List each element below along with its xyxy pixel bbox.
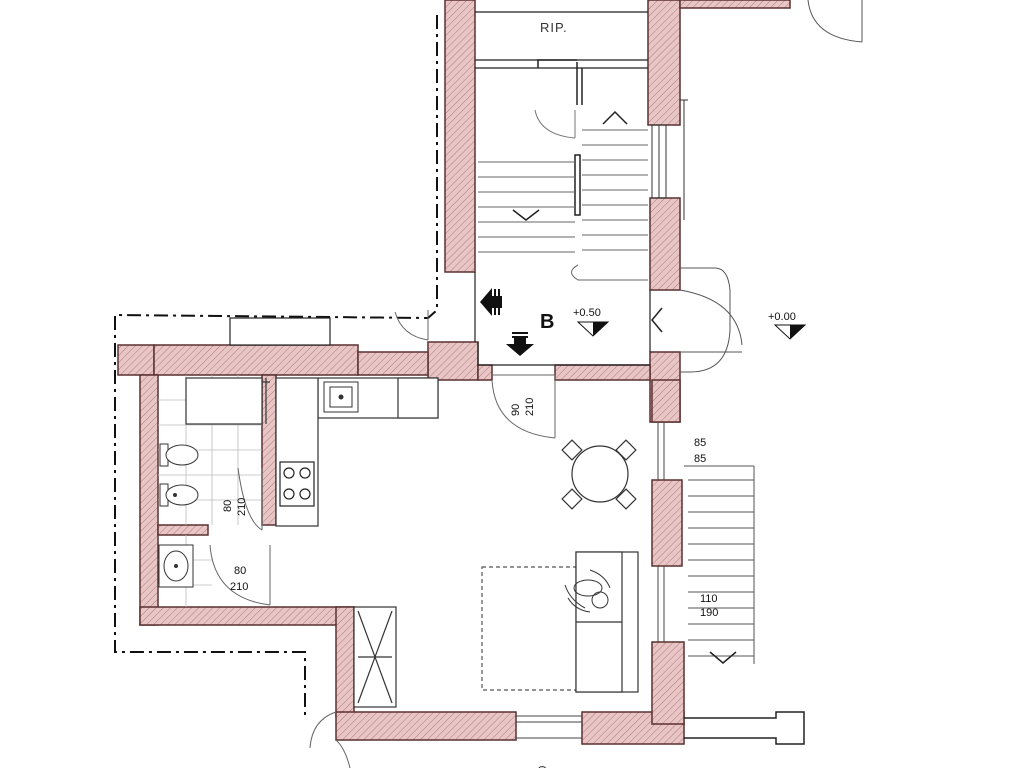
bidet [159,483,199,507]
wall-bath-mid [157,524,209,536]
wall-left [139,374,159,626]
wall-stair-right-mid [649,197,681,291]
bath-door2-width: 80 [234,565,246,577]
entry-chevron [651,307,663,333]
landing-door-swing [394,311,429,341]
top-right-door-swing [807,0,863,43]
stair-flight-right [571,129,648,281]
level-stair-label: +0.50 [573,307,601,319]
wall-top-right-a [477,364,493,381]
landing-arrow-down [506,332,534,356]
toilet [159,443,199,467]
sofa [575,551,639,693]
wall-right-upper [651,379,681,423]
bath-door-1 [237,467,263,531]
bottom-partial-dim: 90 [537,766,549,768]
bottom-door-swing [309,711,351,768]
fridge [397,377,439,419]
wall-bottom-step [335,606,355,718]
wall-bottom-right [581,711,685,745]
landing-arrow-left [480,288,502,316]
stair-up-arrow [602,110,628,125]
ext-stair-width: 110 [700,593,718,605]
wall-right-lower [651,641,685,725]
zone-label: B [540,311,554,333]
ext-stair-height: 190 [700,607,718,619]
wall-bottom-left [139,606,355,626]
entry-door-main [491,374,556,439]
cooktop [279,461,315,507]
wall-column-left [427,341,479,381]
stair-partitions [537,59,583,216]
level-outside-label: +0.00 [768,311,796,323]
bath-door2-height: 210 [230,581,248,593]
entry-door-height: 210 [524,398,536,416]
exterior-stair [684,465,755,664]
ext-stair-down-arrow [709,651,737,664]
landing-planter [229,317,331,346]
wall-right-mid [651,479,683,567]
wall-stair-right-upper [647,0,681,126]
wall-stair-left [444,0,476,273]
stair-core-exterior-lines [474,272,651,366]
dining-table [561,439,637,510]
wall-bottom-main [335,711,517,741]
window-width: 85 [694,437,706,449]
person-figure [564,569,611,613]
wall-top-right-b [554,364,651,381]
property-boundary [114,15,438,718]
bath-door1-width: 80 [222,500,234,512]
entry-door-width: 90 [510,404,522,416]
storage-label: RIP. [540,20,568,35]
bottom-right-railing [684,711,805,745]
bottom-window [516,715,582,739]
stair-door-swing [534,109,576,139]
wardrobe [353,606,397,708]
washbasin [158,544,194,588]
sink [323,381,359,413]
wall-top-left [117,344,155,376]
wall-top-right-stub [679,0,791,9]
wall-bath-divider [261,374,277,526]
shower-tray [185,377,270,425]
stair-flight-left [478,161,575,253]
wall-top-main [153,344,359,376]
entry-door-right [679,267,743,373]
stair-core-walls [427,0,791,423]
stair-down-arrow [512,209,540,221]
wall-top-segment [357,351,429,376]
stair-window [651,99,688,220]
window-height: 85 [694,453,706,465]
bath-door1-height: 210 [236,498,248,516]
right-window [657,422,665,642]
bath-door-2 [209,544,271,606]
apartment-walls [117,344,685,745]
